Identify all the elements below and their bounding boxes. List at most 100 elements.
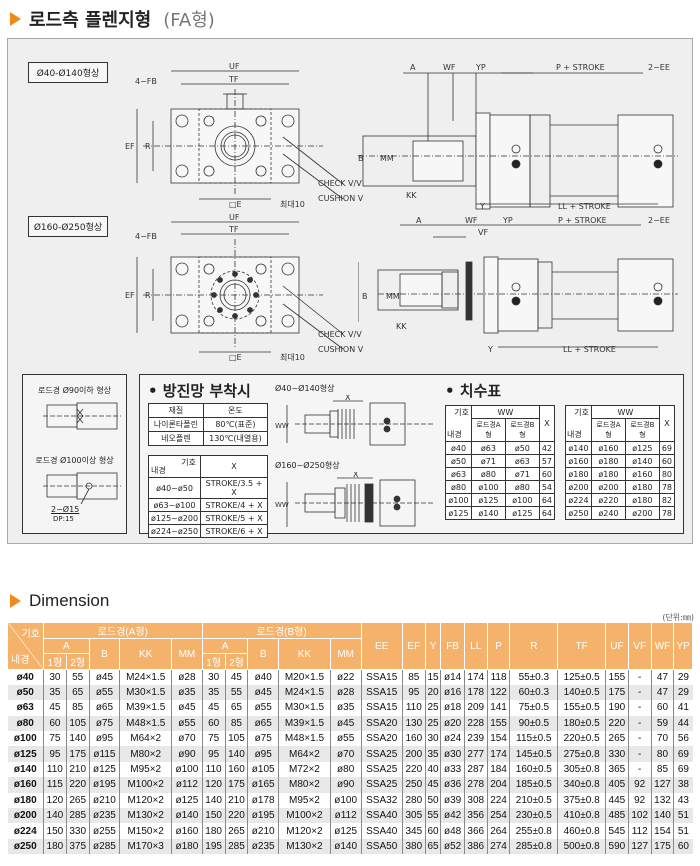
dimension-cell: 110 — [401, 700, 426, 716]
dimension-cell: 265 — [224, 823, 248, 839]
dimension-cell: ø210 — [88, 792, 120, 809]
dimension-cell: 120 — [43, 792, 67, 809]
dimension-cell: ø100 — [171, 761, 203, 778]
dimension-cell: 41 — [673, 700, 693, 716]
x-label: X — [345, 395, 351, 402]
ww-header: WW — [471, 405, 540, 419]
dimension-cell: 220 — [401, 761, 426, 778]
dimension-cell: 25 — [424, 700, 441, 716]
dimension-cell: M80×2 — [278, 777, 331, 793]
dimension-cell: SSA32 — [360, 792, 403, 809]
dimension-cell: 210 — [224, 792, 248, 809]
col-ee: EE — [360, 622, 403, 670]
dimension-cell: - — [627, 731, 652, 747]
dimension-cell: 51 — [673, 823, 693, 839]
dimension-cell: 330 — [605, 746, 629, 762]
dimension-cell: ø90 — [329, 777, 361, 793]
dimension-cell: ø30 — [440, 746, 465, 762]
side-view-drawing-small: A WF YP P + STROKE 2−EE B MM KK Y LL + S… — [358, 63, 678, 211]
dimension-cell: M170×3 — [119, 838, 172, 855]
size-cell: ø140 — [565, 441, 592, 455]
dimension-cell: ø100 — [13, 733, 37, 745]
size-cell: ø160 — [565, 454, 592, 468]
dimension-cell: 140 — [43, 808, 67, 824]
label-ll-stroke-2: LL + STROKE — [563, 345, 616, 354]
dimension-cell: 75 — [201, 731, 226, 747]
dimension-cell: ø45 — [171, 700, 203, 716]
size-cell: ø180 — [565, 467, 592, 481]
dimension-cell: 55 — [424, 808, 441, 824]
dimension-cell: ø70 — [171, 731, 203, 747]
dimension-cell: ø125 — [88, 761, 120, 778]
dimension-cell: - — [627, 684, 652, 701]
dimension-cell: 210 — [65, 761, 90, 778]
label-check-2: CHECK V/V — [318, 330, 362, 339]
dimension-cell: 95 — [201, 746, 226, 762]
label-y: Y — [479, 202, 485, 211]
dimension-cell: M64×2 — [278, 746, 331, 762]
label-vf: VF — [478, 228, 488, 237]
formula-cell: STROKE/4 + X — [200, 498, 268, 512]
dimension-cell: 65 — [224, 700, 248, 716]
dimension-cell: 445 — [605, 792, 629, 809]
label-p-stroke-2: P + STROKE — [558, 217, 607, 225]
dimension-cell: 122 — [486, 684, 510, 701]
dimension-cell: 230±0.5 — [509, 808, 558, 824]
dimension-cell: 95 — [401, 684, 426, 701]
dimension-cell: 184 — [486, 761, 510, 778]
dimension-cell: 175 — [605, 684, 629, 701]
dimension-cell: ø18 — [440, 700, 465, 716]
dimension-cell: 60 — [673, 838, 693, 855]
dimension-cell: 110 — [201, 761, 226, 778]
dimension-cell: 140 — [65, 731, 90, 747]
dimension-cell: SSA20 — [360, 715, 403, 732]
dimension-cell: ø180 — [171, 838, 203, 855]
size-cell: ø200 — [624, 506, 660, 520]
dimension-cell: 150 — [43, 823, 67, 839]
dimension-cell: ø36 — [440, 777, 465, 793]
size-cell: 60 — [538, 467, 556, 481]
label-fb: 4−FB — [135, 77, 157, 86]
dimension-cell: 130 — [401, 715, 426, 732]
hole-note: 2−Ø15 — [51, 505, 80, 514]
dimension-cell: 375±0.8 — [557, 792, 606, 809]
dimension-cell: 60 — [650, 700, 674, 716]
dimension-cell: 485 — [605, 808, 629, 824]
dimension-cell: 30 — [424, 731, 441, 747]
dimension-cell: 277 — [463, 746, 488, 762]
dimension-cell: 65 — [424, 838, 441, 855]
label-r-2: R — [145, 291, 151, 300]
col-a-b: A — [201, 638, 249, 654]
dimension-cell: 15 — [424, 669, 441, 685]
label-ee: 2−EE — [648, 63, 670, 72]
dimension-cell: 56 — [673, 731, 693, 747]
size-cell: ø224 — [565, 493, 592, 507]
dimension-cell: 305±0.8 — [557, 761, 606, 778]
dimension-cell: 80 — [650, 746, 674, 762]
x-header: X — [538, 405, 556, 442]
dimension-cell: SSA15 — [360, 700, 403, 716]
dimension-cell: ø95 — [247, 746, 279, 762]
size-cell: 64 — [538, 506, 556, 520]
dimension-cell: ø180 — [13, 794, 37, 806]
dimension-cell: 40 — [424, 761, 441, 778]
label-mm-2: MM — [386, 292, 400, 301]
dimension-cell: M39×1.5 — [278, 715, 331, 732]
dimension-cell: 160 — [224, 761, 248, 778]
material-cell: 네오플렌 — [148, 431, 204, 446]
dimension-cell: 204 — [486, 777, 510, 793]
dimension-cell: M39×1.5 — [119, 700, 172, 716]
bore-cell: ø63~ø100 — [147, 498, 202, 512]
label-yp: YP — [475, 63, 486, 72]
dimension-cell: 75±0.5 — [509, 700, 558, 716]
